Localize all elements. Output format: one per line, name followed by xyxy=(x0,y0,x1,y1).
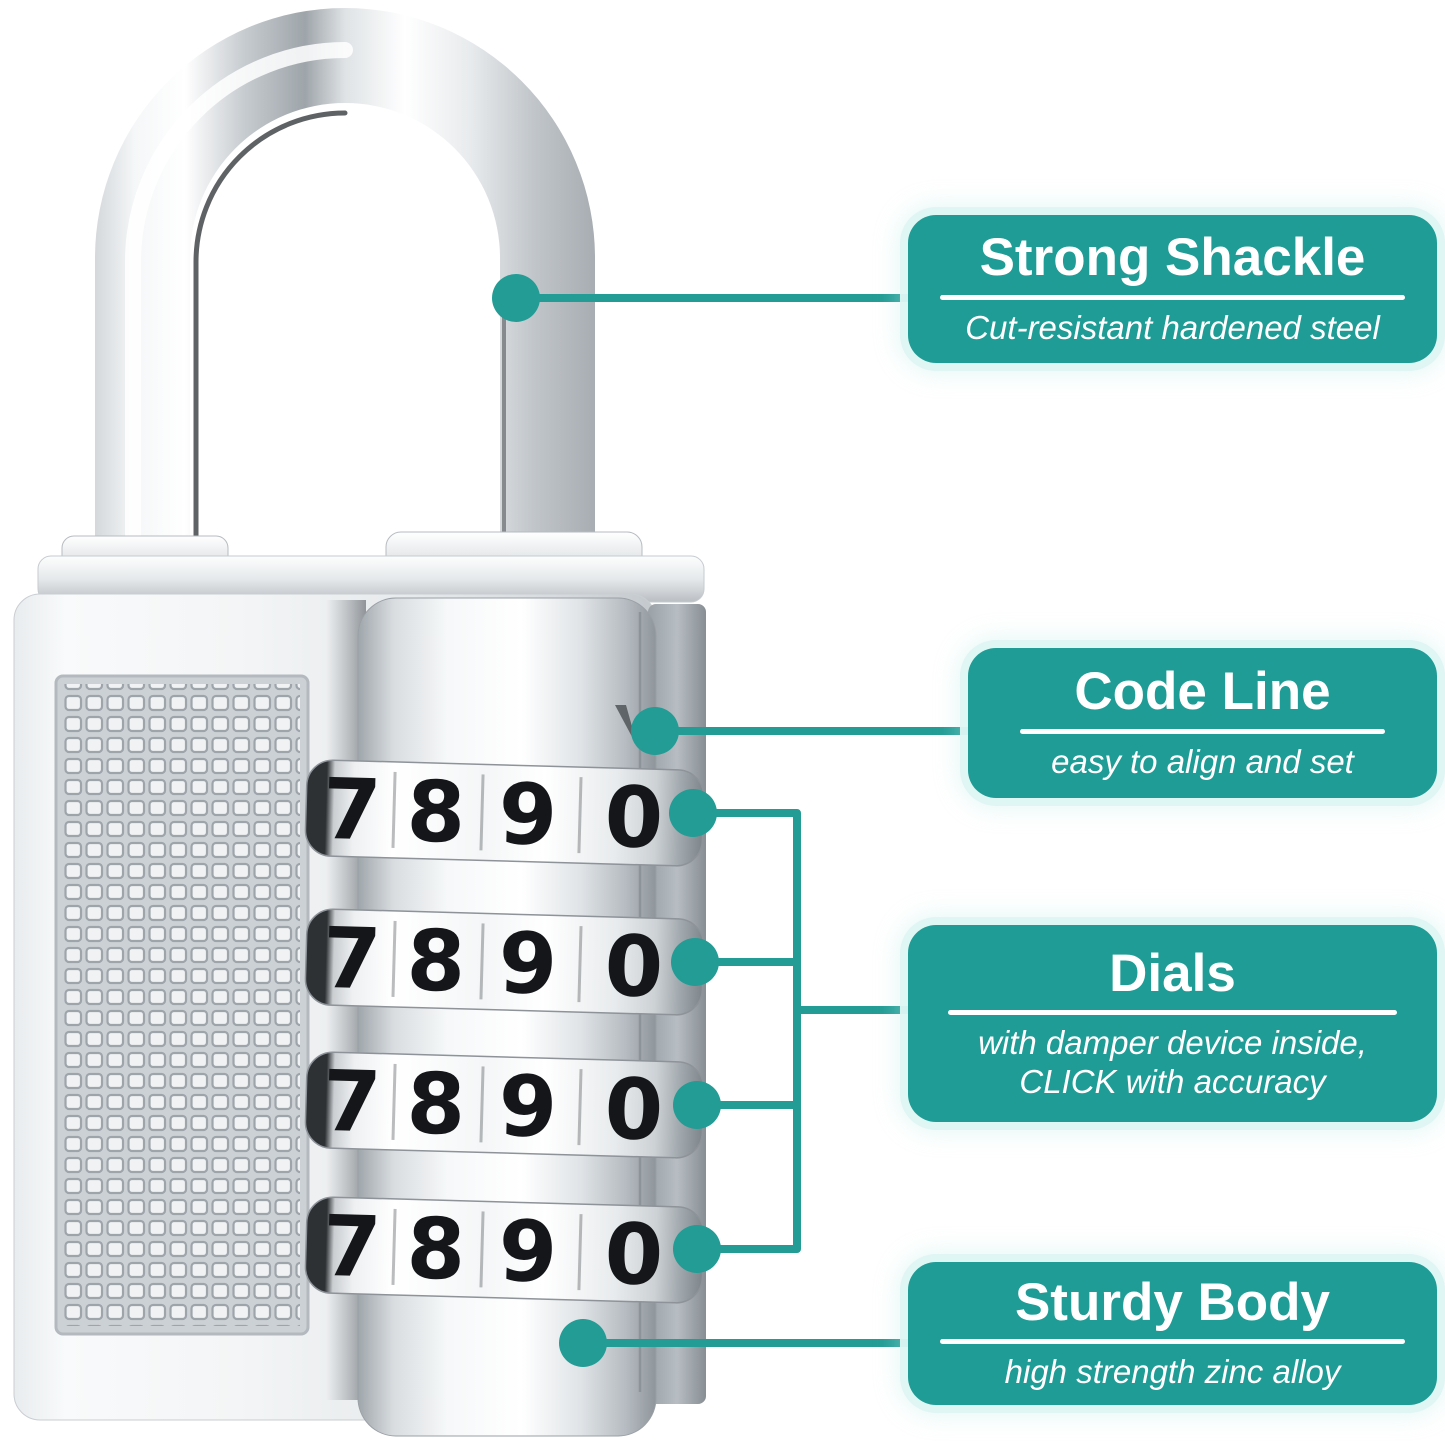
dial-ring-2: 7 8 9 0 xyxy=(304,908,705,1017)
callout-underline xyxy=(1019,728,1386,734)
callout-connectors xyxy=(516,294,968,1347)
callout-dot-dial-4 xyxy=(673,1225,721,1273)
callout-title: Strong Shackle xyxy=(979,228,1366,288)
callout-dot-dial-3 xyxy=(673,1081,721,1129)
dial-digit: 9 xyxy=(497,765,558,865)
dial-ring-4: 7 8 9 0 xyxy=(304,1196,705,1305)
dial-digit: 0 xyxy=(603,1205,664,1305)
callout-underline xyxy=(939,1339,1406,1345)
callout-dials: Dials with damper device inside, CLICK w… xyxy=(908,925,1437,1122)
dial-digit: 7 xyxy=(321,1052,382,1152)
callout-code-line: Code Line easy to align and set xyxy=(968,648,1437,798)
callout-subtitle: easy to align and set xyxy=(1051,742,1354,780)
dial-digit: 9 xyxy=(497,1202,558,1302)
dial-digit: 7 xyxy=(321,909,382,1009)
dial-digit: 9 xyxy=(497,1057,558,1157)
callout-dot-dial-1 xyxy=(669,789,717,837)
shackle xyxy=(95,8,595,568)
dial-digit: 7 xyxy=(321,1197,382,1297)
callout-underline xyxy=(939,294,1406,300)
callout-dot-code-line xyxy=(631,707,679,755)
callout-subtitle: high strength zinc alloy xyxy=(1004,1353,1341,1391)
callout-title: Dials xyxy=(1109,943,1236,1003)
callout-subtitle-line2: CLICK with accuracy xyxy=(1019,1062,1326,1100)
callout-sturdy-body: Sturdy Body high strength zinc alloy xyxy=(908,1262,1437,1405)
callout-dots xyxy=(492,274,721,1367)
dial-ring-3: 7 8 9 0 xyxy=(304,1051,705,1160)
dial-digit: 9 xyxy=(497,914,558,1014)
callout-dot-body xyxy=(559,1319,607,1367)
dial-ring-1: 7 8 9 0 xyxy=(304,759,705,868)
dial-digit: 0 xyxy=(603,768,664,868)
dial-digit: 8 xyxy=(405,911,466,1011)
dial-digit: 7 xyxy=(321,760,382,860)
callout-bracket-dials xyxy=(693,809,801,1253)
dial-digit: 0 xyxy=(603,1060,664,1160)
callout-title: Code Line xyxy=(1074,662,1331,722)
callout-subtitle-line1: with damper device inside, xyxy=(978,1023,1367,1061)
texture-panel xyxy=(54,674,310,1336)
shackle-tube xyxy=(95,8,595,565)
dial-digit: 8 xyxy=(405,762,466,862)
dial-digit: 8 xyxy=(405,1199,466,1299)
shackle-highlight xyxy=(125,42,353,568)
callout-subtitle: Cut-resistant hardened steel xyxy=(965,308,1380,346)
dial-digit: 8 xyxy=(405,1054,466,1154)
dial-digit: 0 xyxy=(603,917,664,1017)
dial-column xyxy=(357,597,657,1437)
callout-title: Sturdy Body xyxy=(1014,1272,1331,1332)
callout-dot-shackle xyxy=(492,274,540,322)
shackle-inner-shadow xyxy=(193,110,348,563)
callout-strong-shackle: Strong Shackle Cut-resistant hardened st… xyxy=(908,215,1437,363)
callout-underline xyxy=(947,1009,1398,1015)
callout-dot-dial-2 xyxy=(671,938,719,986)
